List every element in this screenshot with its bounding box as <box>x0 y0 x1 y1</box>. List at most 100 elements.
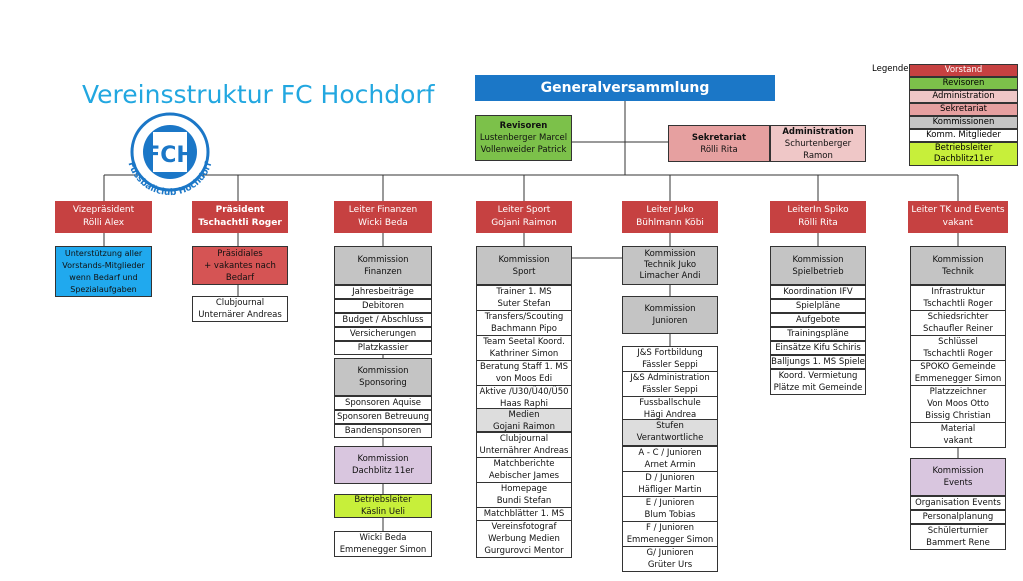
praes-role: Präsident <box>215 205 265 215</box>
list-item: Koord. Vermietung <box>770 369 866 382</box>
list-item: Fussballschule <box>639 398 701 408</box>
list-item: Infrastruktur <box>931 287 985 297</box>
list-item: Aufgebote <box>770 313 866 327</box>
betriebsleiter-line: Betriebsleiter <box>354 495 412 505</box>
list-item: F / Junioren <box>646 523 694 533</box>
list-item: Trainer 1. MS <box>496 287 552 297</box>
spiko-role: LeiterIn Spiko <box>787 205 849 215</box>
list-item: Clubjournal <box>215 298 265 308</box>
sponsoring-komm: Kommission Sponsoring <box>334 358 432 396</box>
list-item: Spielpläne <box>770 299 866 313</box>
legend-revisoren: Revisoren <box>909 77 1018 90</box>
medien-line: Gojani Raimon <box>493 422 555 432</box>
vize-box: Unterstützung aller Vorstands-Mitglieder… <box>55 246 152 297</box>
praes-list: Clubjournal Unternärer Andreas <box>192 296 288 322</box>
komm-line: Events <box>943 478 973 488</box>
list-item: Personalplanung <box>910 510 1006 524</box>
finanzen-komm: Kommission Finanzen <box>334 246 432 285</box>
legend-sekretariat: Sekretariat <box>909 103 1018 116</box>
spiko-list: Koordination IFV Spielpläne Aufgebote Tr… <box>770 285 866 395</box>
komm-line: Kommission <box>932 254 984 265</box>
list-item: A - C / Junioren <box>638 448 702 458</box>
komm-line: Dachblitz 11er <box>352 466 414 476</box>
list-item: Tschachtli Roger <box>911 348 1005 361</box>
revisoren-box: Revisoren Lustenberger Marcel Vollenweid… <box>475 115 572 161</box>
sport-name: Gojani Raimon <box>491 218 557 228</box>
praes-name: Tschachtli Roger <box>198 218 282 228</box>
legend-betriebsleiter: Betriebsleiter Dachblitz11er <box>909 142 1018 166</box>
list-item: Einsätze Kifu Schiris <box>770 341 866 355</box>
list-item: Schlüssel <box>938 337 978 347</box>
komm-line: Technik Juko <box>643 260 697 270</box>
list-item: Bachmann Pipo <box>477 323 571 336</box>
list-item: Organisation Events <box>910 496 1006 510</box>
komm-line: Limacher Andi <box>639 271 701 281</box>
list-item: Balljungs 1. MS Spiele <box>770 355 866 369</box>
stufen-line: Verantwortliche <box>636 433 704 443</box>
juko-name: Bühlmann Köbi <box>636 218 704 228</box>
list-item: G/ Junioren <box>646 548 694 558</box>
dachblitz-komm: Kommission Dachblitz 11er <box>334 446 432 484</box>
administration-box: Administration Schurtenberger Ramon <box>770 125 866 162</box>
list-item: Emmenegger Simon <box>911 373 1005 386</box>
praes-box: Präsidiales + vakantes nach Bedarf <box>192 246 288 285</box>
events-list: Organisation Events Personalplanung Schü… <box>910 496 1006 550</box>
tk-komm: Kommission Technik <box>910 246 1006 285</box>
komm-line: Technik <box>942 266 974 277</box>
list-item: von Moos Edi <box>477 373 571 386</box>
spiko-komm: Kommission Spielbetrieb <box>770 246 866 285</box>
list-item: Häfliger Martin <box>623 484 717 497</box>
spiko-head: LeiterIn Spiko Rölli Rita <box>770 201 866 233</box>
list-item: Bammert Rene <box>910 537 1006 550</box>
dachblitz-list: Wicki Beda Emmenegger Simon <box>334 531 432 557</box>
sport-head: Leiter Sport Gojani Raimon <box>476 201 572 233</box>
list-item: Team Seetal Koord. <box>483 337 565 347</box>
list-item: Kathriner Simon <box>477 348 571 361</box>
list-item: Versicherungen <box>334 327 432 341</box>
junioren-komm: Kommission Junioren <box>622 296 718 334</box>
list-item: D / Junioren <box>645 473 695 483</box>
betriebsleiter-box: Betriebsleiter Käslin Ueli <box>334 494 432 518</box>
list-item: Schaufler Reiner <box>911 323 1005 336</box>
tk-list: Infrastruktur Tschachtli Roger Schiedsri… <box>910 285 1006 448</box>
komm-line: Kommission <box>644 304 696 314</box>
medien-box: Medien Gojani Raimon <box>476 408 572 432</box>
page-title: Vereinsstruktur FC Hochdorf <box>82 80 435 109</box>
list-item: Matchblätter 1. MS <box>477 508 571 521</box>
medien-list: Clubjournal Unternährer Andreas Matchber… <box>476 432 572 558</box>
club-logo: FCH Fussballclub Hochdorf <box>113 112 227 202</box>
legend-kommissionen: Kommissionen <box>909 116 1018 129</box>
list-item: Vereinsfotograf <box>491 522 557 532</box>
finanzen-role: Leiter Finanzen <box>348 205 418 215</box>
sekretariat-title: Sekretariat <box>691 132 747 143</box>
vize-name: Rölli Alex <box>82 218 125 228</box>
komm-line: Finanzen <box>364 266 402 277</box>
list-item: Jahresbeiträge <box>334 285 432 299</box>
komm-line: Kommission <box>498 254 550 265</box>
praes-line: + vakantes nach <box>204 260 276 271</box>
administration-line: Ramon <box>803 150 833 161</box>
list-item: Tschachtli Roger <box>911 298 1005 311</box>
komm-line: Kommission <box>792 254 844 265</box>
list-item: Aebischer James <box>477 470 571 483</box>
list-item: Trainingspläne <box>770 327 866 341</box>
list-item: Bandensponsoren <box>334 424 432 438</box>
list-item: Unternährer Andreas <box>477 445 571 458</box>
list-item: Blum Tobias <box>623 509 717 522</box>
list-item: Fässler Seppi <box>623 384 717 397</box>
komm-line: Kommission <box>357 454 409 464</box>
komm-line: Kommission <box>357 366 409 376</box>
spiko-name: Rölli Rita <box>798 218 838 228</box>
list-item: Werbung Medien <box>488 534 560 544</box>
generalversammlung-box: Generalversammlung <box>475 75 775 101</box>
sponsoring-list: Sponsoren Aquise Sponsoren Betreuung Ban… <box>334 396 432 438</box>
list-item: J&S Administration <box>630 373 710 383</box>
list-item: Wicki Beda <box>359 533 407 543</box>
sport-role: Leiter Sport <box>497 205 551 215</box>
list-item: Gurgurovci Mentor <box>484 546 564 556</box>
praes-head: Präsident Tschachtli Roger <box>192 201 288 233</box>
praes-line: Bedarf <box>225 272 255 283</box>
juko-head: Leiter Juko Bühlmann Köbi <box>622 201 718 233</box>
vize-line: Spezialaufgaben <box>70 284 137 294</box>
